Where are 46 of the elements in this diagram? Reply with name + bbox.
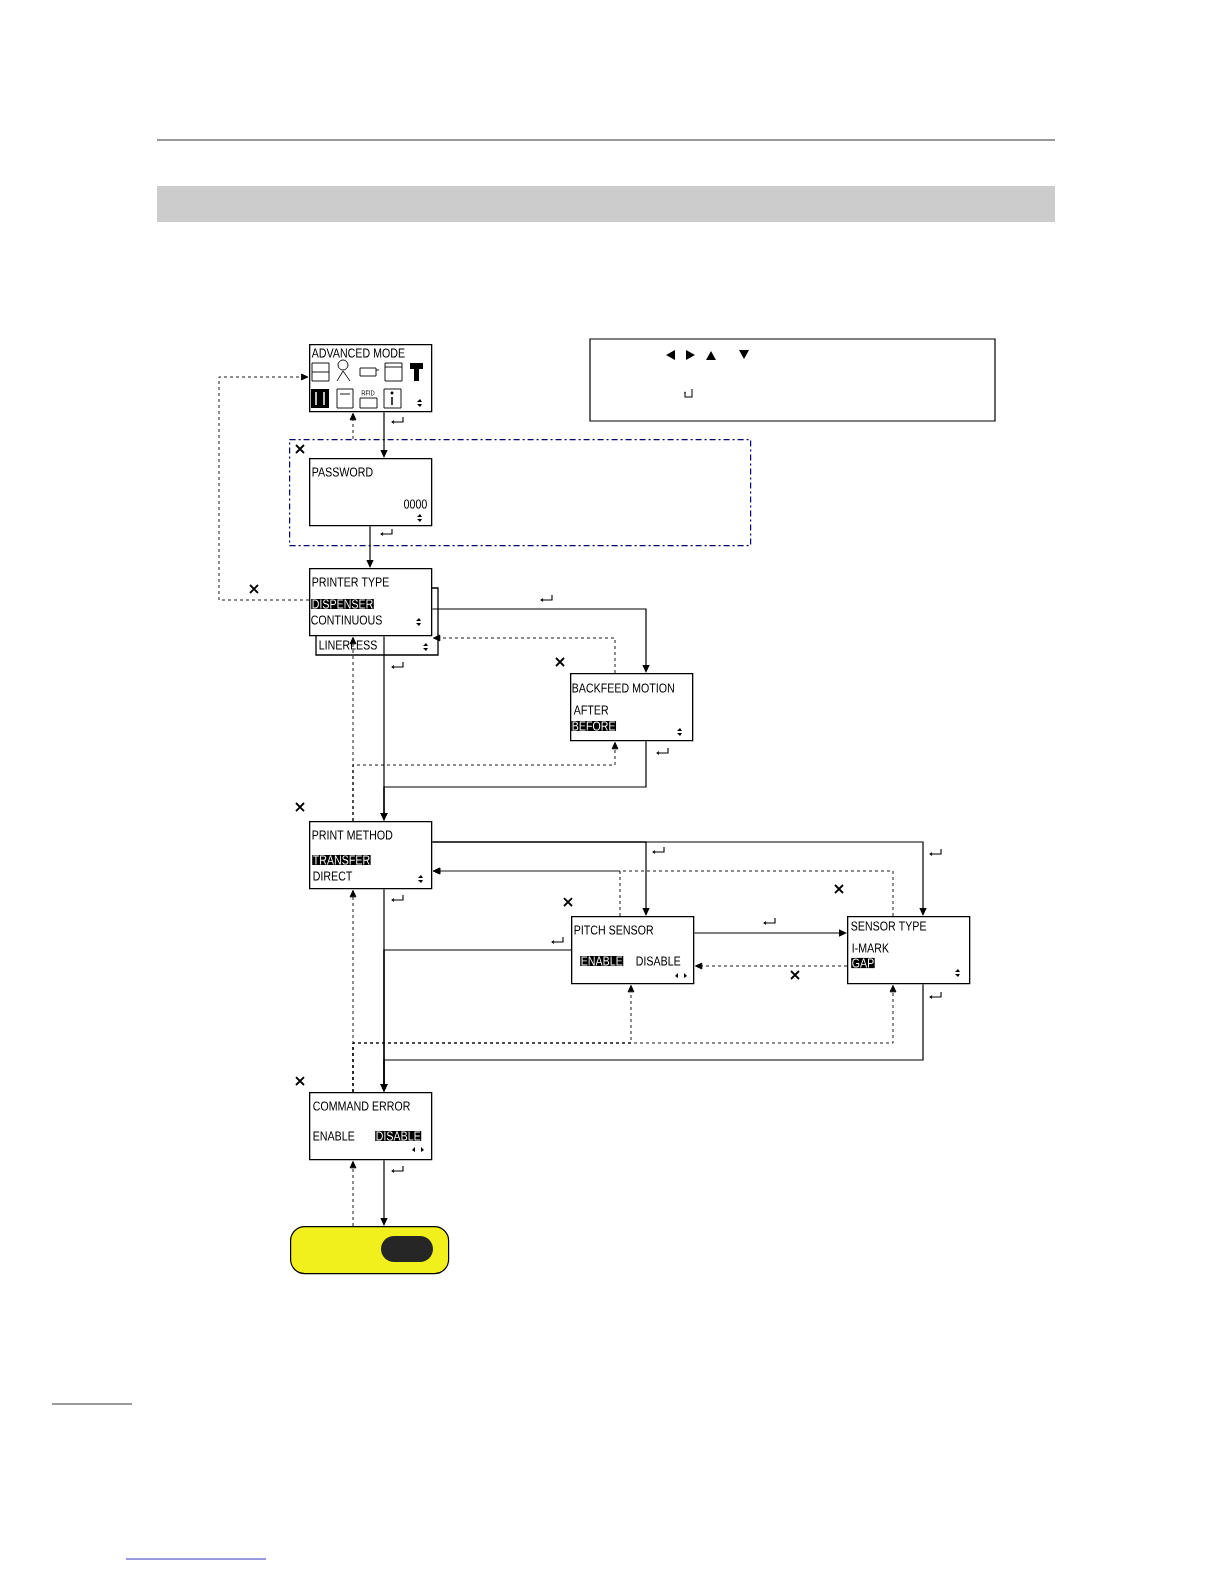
option-text: DIRECT (313, 871, 353, 881)
arrow (349, 413, 357, 440)
arrow (694, 962, 848, 970)
option-text: ENABLE (313, 1131, 355, 1141)
selected-option: GAP (851, 957, 875, 969)
arrow (693, 929, 847, 937)
menu-screen (309, 344, 433, 413)
arrow (380, 1159, 388, 1226)
lcd-screen (571, 916, 695, 985)
arrow (349, 1161, 357, 1227)
lcd-screen (847, 916, 971, 985)
screen-title: COMMAND ERROR (313, 1101, 410, 1111)
screen-title: SENSOR TYPE (851, 921, 927, 931)
selected-option: DISABLE (375, 1130, 422, 1142)
arrow (431, 608, 650, 673)
selected-option: ENABLE (580, 956, 624, 966)
arrow (380, 411, 388, 458)
lcd-screen (309, 568, 439, 656)
selected-option: BEFORE (571, 720, 617, 732)
button (290, 1226, 450, 1275)
option-text: DISABLE (636, 956, 681, 966)
option-text: CONTINUOUS (311, 615, 382, 625)
dashed-region (289, 439, 752, 547)
selected-option: TRANSFER (312, 854, 371, 866)
arrow (366, 525, 374, 568)
lcd-screen (570, 673, 694, 742)
arrow (380, 740, 647, 821)
selected-option: DISPENSER (311, 598, 374, 610)
arrow (218, 373, 310, 601)
lcd-screen (309, 821, 433, 890)
option-text: AFTER (573, 705, 609, 715)
arrow (352, 741, 619, 822)
screen-title: PITCH SENSOR (574, 925, 654, 935)
lcd-screen (309, 1092, 433, 1161)
screen-title: PRINT METHOD (312, 830, 393, 840)
lcd-screen (309, 458, 433, 527)
screen-title: PASSWORD (312, 467, 373, 477)
option-text: LINERLESS (319, 640, 377, 650)
option-text: 0000 (404, 499, 427, 509)
screen-title: BACKFEED MOTION (572, 683, 674, 693)
screen-title: PRINTER TYPE (312, 577, 389, 587)
arrow (433, 634, 616, 674)
arrow (433, 867, 894, 917)
screen-title: ADVANCED MODE (311, 348, 405, 358)
option-text: I-MARK (852, 943, 889, 953)
arrow (431, 841, 927, 916)
